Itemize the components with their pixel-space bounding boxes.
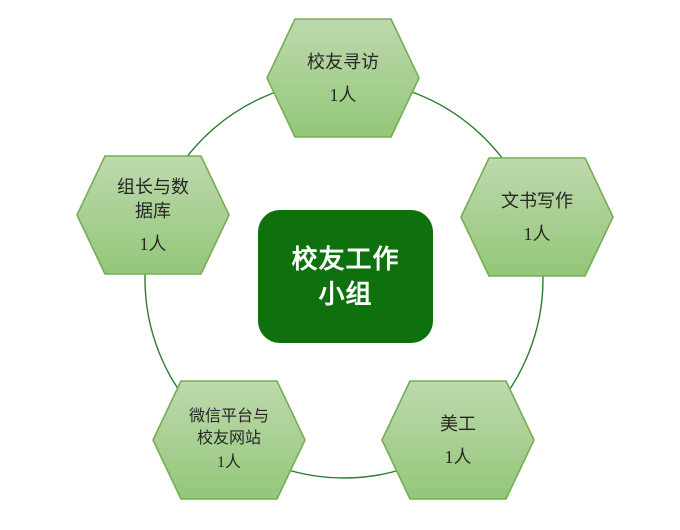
hexagon-leader-database [76, 155, 230, 275]
hexagon-art-design [381, 380, 535, 500]
node-text: 据库 [135, 200, 171, 221]
node-text: 美工 [440, 413, 476, 434]
center-title-line: 校友工作 [291, 244, 400, 274]
node-label-art-design: 美工 1人 [382, 381, 534, 499]
node-count: 1人 [216, 454, 241, 471]
hexagon-wechat-website [152, 380, 306, 500]
node-label-document-writing: 文书写作 1人 [461, 158, 613, 276]
node-text: 校友寻访 [307, 51, 379, 72]
node-count: 1人 [139, 233, 167, 254]
center-shape: 校友工作 小组 [258, 210, 433, 343]
node-label-wechat-website: 微信平台与 校友网站 1人 [153, 381, 305, 499]
node-label-alumni-visit: 校友寻访 1人 [267, 19, 419, 137]
center-title-line: 小组 [318, 279, 373, 309]
node-count: 1人 [523, 223, 551, 244]
node-label-leader-database: 组长与数 据库 1人 [77, 156, 229, 274]
node-text: 组长与数 [117, 176, 189, 197]
node-text: 微信平台与 [188, 408, 269, 425]
node-count: 1人 [444, 446, 472, 467]
node-text: 文书写作 [501, 190, 573, 211]
hexagon-alumni-visit [266, 18, 420, 138]
node-count: 1人 [329, 84, 357, 105]
hexagon-document-writing [460, 157, 614, 277]
node-text: 校友网站 [196, 430, 261, 447]
